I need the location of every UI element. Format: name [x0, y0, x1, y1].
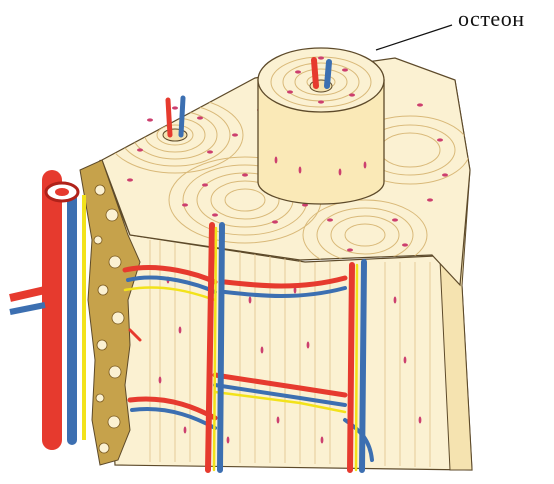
periosteal-vessels — [10, 180, 84, 440]
osteon-pointer-line — [376, 25, 452, 50]
osteon-label: остеон — [458, 6, 524, 32]
haversian-canal-left — [163, 98, 187, 141]
osteon-cylinder — [258, 48, 384, 204]
